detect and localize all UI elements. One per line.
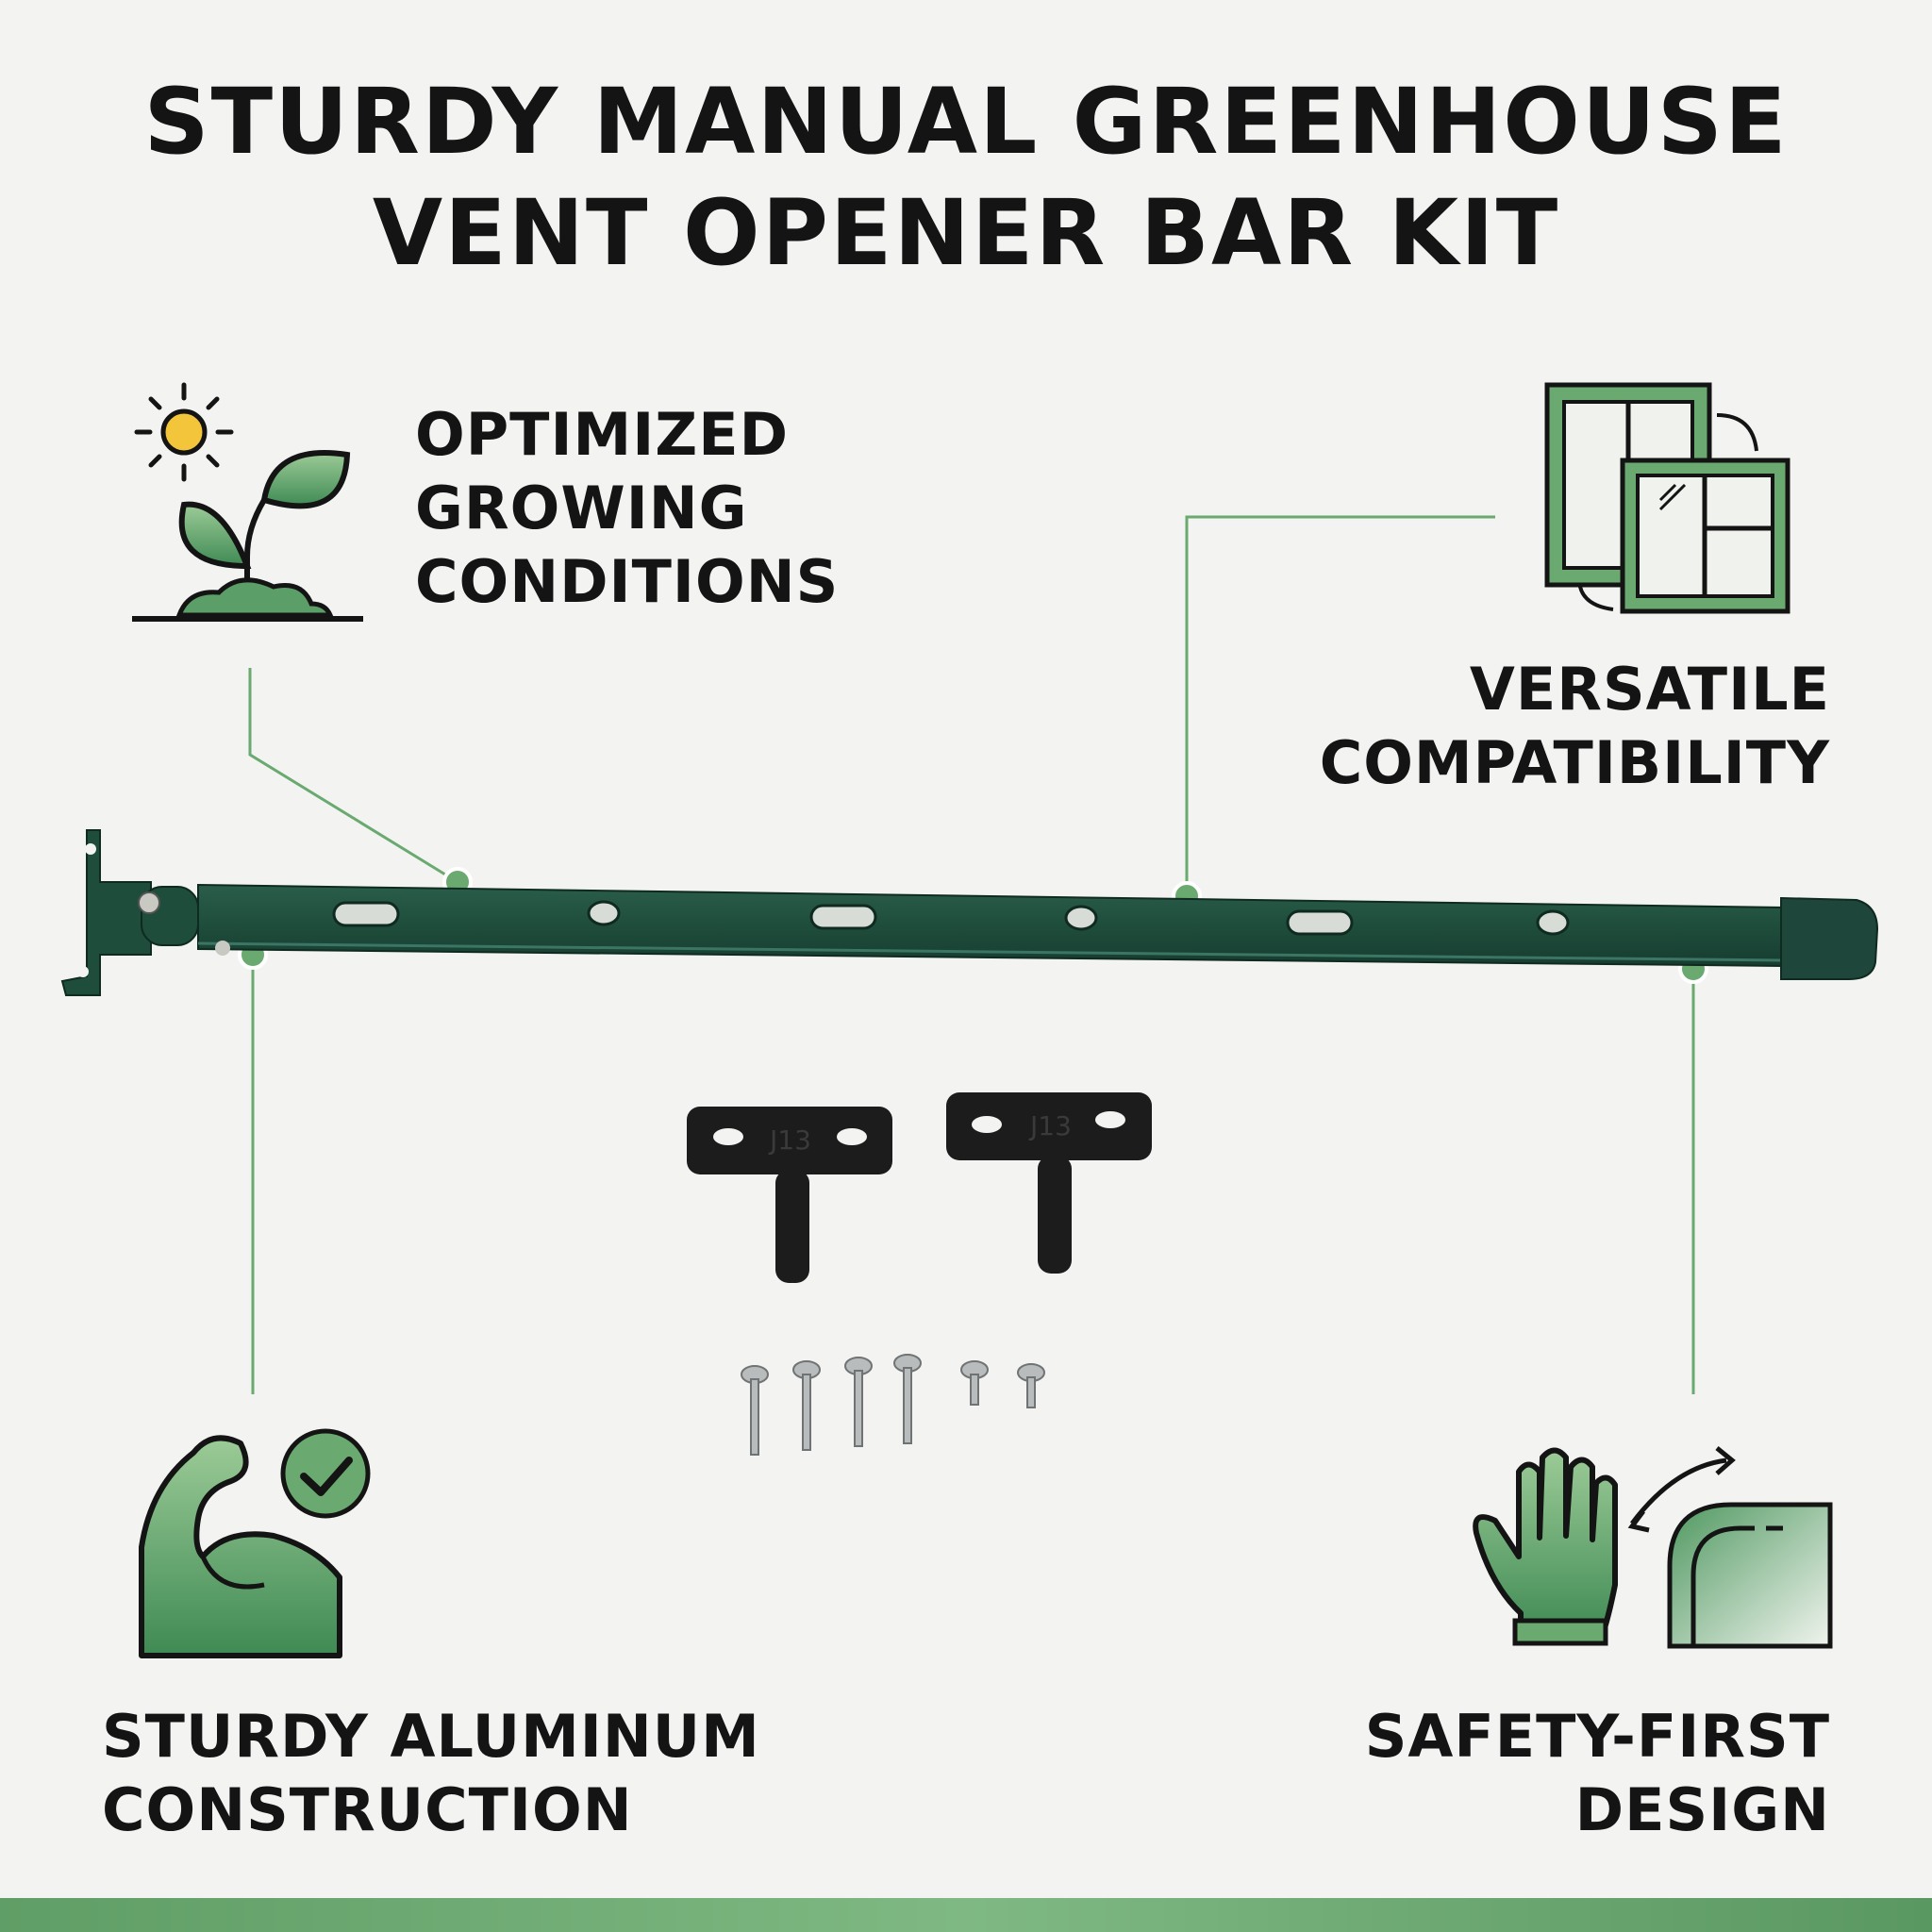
glove-rounded-corner-icon [1473, 1446, 1833, 1649]
screw [893, 1354, 922, 1444]
screw [741, 1365, 769, 1456]
page-title: STURDY MANUAL GREENHOUSE VENT OPENER BAR… [0, 66, 1932, 289]
screw-short [960, 1360, 989, 1406]
feature-safety-label: SAFETY-FIRST DESIGN [1364, 1702, 1830, 1844]
feature-aluminum-label: STURDY ALUMINUM CONSTRUCTION [102, 1702, 760, 1844]
vent-opener-bar [60, 829, 1879, 996]
pin-bracket-left [687, 1107, 892, 1283]
pin-bracket-right [946, 1092, 1152, 1274]
windows-icon [1544, 382, 1790, 614]
callout-lines [248, 515, 1695, 1394]
title-line-1: STURDY MANUAL GREENHOUSE [143, 69, 1789, 175]
screw [844, 1357, 873, 1447]
feature-compat-label: VERSATILE COMPATIBILITY [1319, 655, 1830, 797]
bracket-label-right: J13 [1028, 1110, 1072, 1141]
flexed-arm-check-icon [139, 1428, 371, 1658]
screws [741, 1354, 1045, 1456]
screw-short [1017, 1363, 1045, 1408]
screw [792, 1360, 821, 1451]
footer-accent-bar [0, 1898, 1932, 1932]
feature-growing-label: OPTIMIZED GROWING CONDITIONS [415, 400, 840, 616]
bracket-label-left: J13 [768, 1124, 811, 1156]
sprout-sun-icon [132, 382, 363, 622]
title-line-2: VENT OPENER BAR KIT [372, 180, 1560, 286]
